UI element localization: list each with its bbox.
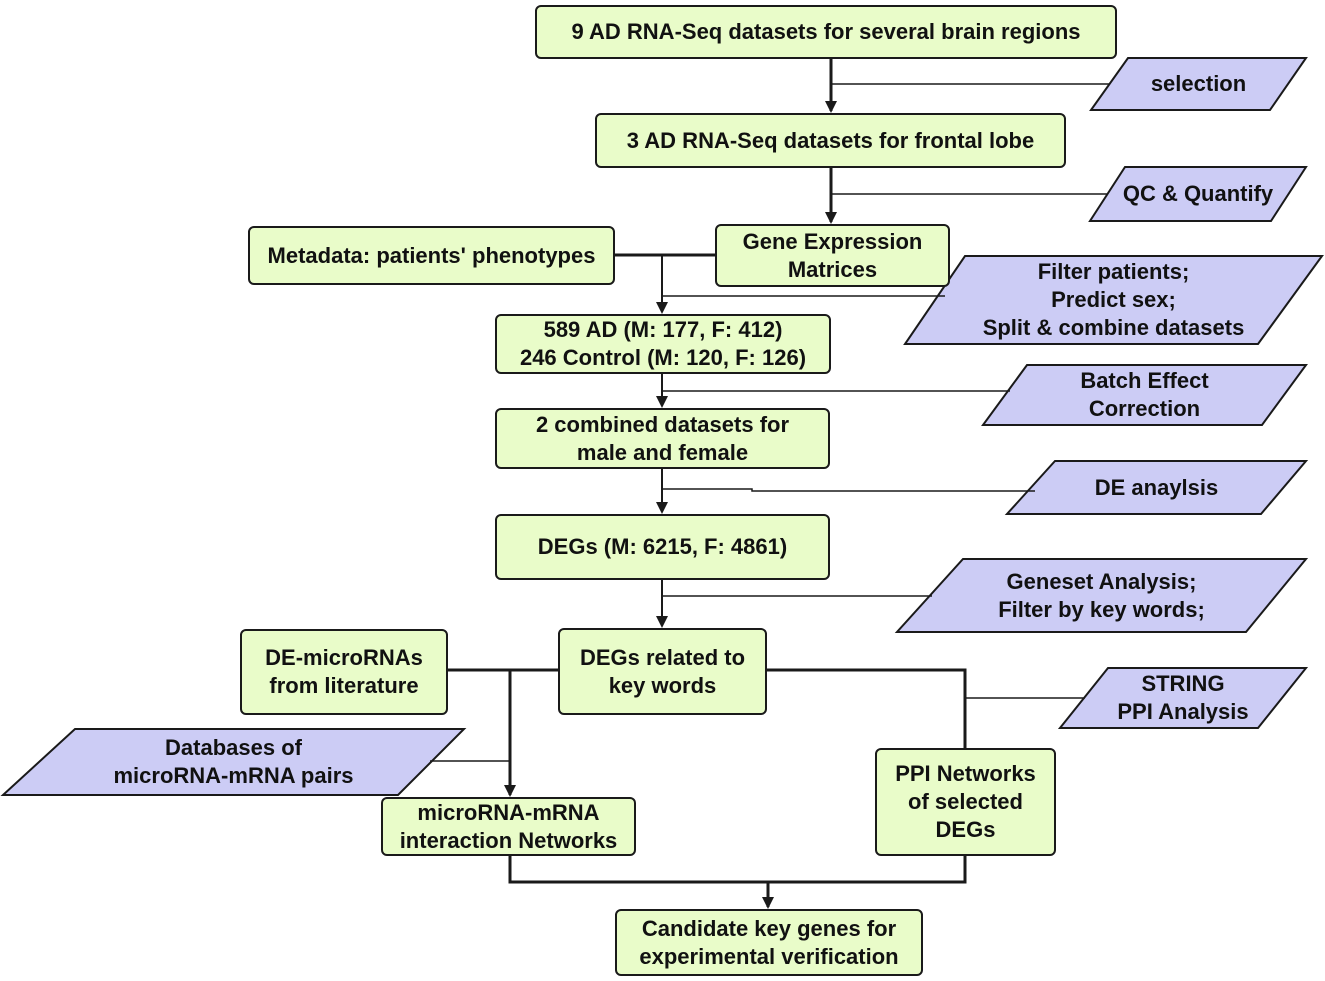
- box-sample-counts: 589 AD (M: 177, F: 412) 246 Control (M: …: [495, 314, 831, 374]
- step-string-ppi: STRING PPI Analysis: [1117, 671, 1249, 724]
- step-shape-mirna-databases: [0, 728, 467, 796]
- step-shape-qc-quantify: [1088, 166, 1308, 222]
- feed-de-analysis: [662, 488, 1035, 492]
- box-ppi-networks: PPI Networks of selected DEGs: [875, 748, 1056, 856]
- box-degs-keywords: DEGs related to key words: [558, 628, 767, 715]
- box-candidates: Candidate key genes for experimental ver…: [615, 909, 923, 976]
- box-combined-datasets: 2 combined datasets for male and female: [495, 408, 830, 469]
- step-mirna-databases: Databases of microRNA-mRNA pairs: [113, 735, 354, 788]
- box-degs: DEGs (M: 6215, F: 4861): [495, 514, 830, 580]
- box-frontal-datasets: 3 AD RNA-Seq datasets for frontal lobe: [595, 113, 1066, 168]
- step-de-analysis: DE anaylsis: [1094, 474, 1219, 500]
- flow-ppi-branch: [766, 668, 967, 748]
- step-filter-predict-split: Filter patients; Predict sex; Split & co…: [982, 259, 1245, 340]
- step-batch-correction: Batch Effect Correction: [1080, 368, 1209, 421]
- box-metadata: Metadata: patients' phenotypes: [248, 226, 615, 285]
- box-source-datasets: 9 AD RNA-Seq datasets for several brain …: [535, 5, 1117, 59]
- step-selection: selection: [1150, 71, 1247, 96]
- flow-merge: [508, 855, 967, 884]
- step-shape-string-ppi: [1057, 667, 1309, 729]
- step-geneset-analysis: Geneset Analysis; Filter by key words;: [998, 568, 1205, 622]
- step-shape-selection: [1089, 57, 1308, 111]
- step-shape-geneset-analysis: [894, 558, 1309, 633]
- box-gene-expression: Gene Expression Matrices: [715, 224, 950, 287]
- box-mirna-networks: microRNA-mRNA interaction Networks: [381, 797, 636, 856]
- box-de-micrornas: DE-microRNAs from literature: [240, 629, 448, 715]
- step-shape-filter-predict-split: [903, 255, 1324, 345]
- step-shape-de-analysis: [1004, 460, 1309, 515]
- step-qc-quantify: QC & Quantify: [1122, 181, 1274, 206]
- step-shape-batch-correction: [981, 364, 1308, 426]
